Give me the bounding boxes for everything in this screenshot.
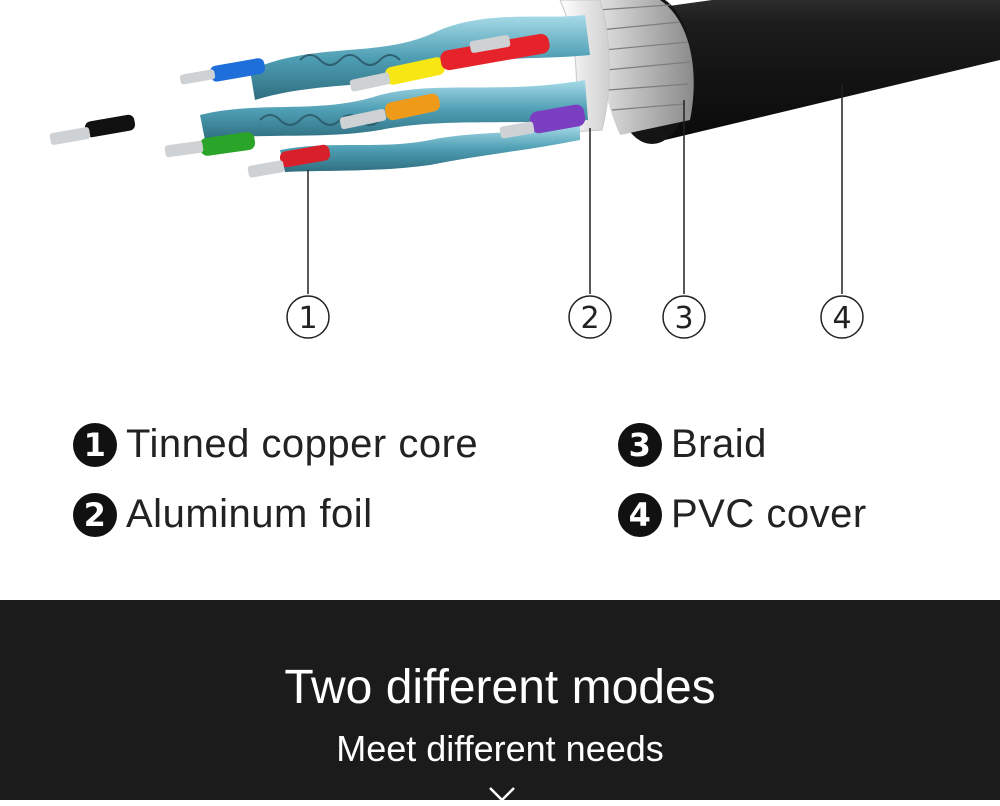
legend-item-copper-core: 1 Tinned copper core bbox=[73, 422, 478, 467]
legend-badge-4: 4 bbox=[618, 492, 662, 537]
braid-layer bbox=[590, 0, 694, 135]
svg-text:1: 1 bbox=[298, 301, 317, 336]
callout-4: 4 bbox=[820, 295, 864, 339]
chevron-down-icon bbox=[489, 787, 515, 802]
legend-label-pvc-cover: PVC cover bbox=[671, 492, 867, 536]
legend-label-braid: Braid bbox=[671, 422, 767, 466]
legend-item-braid: 3 Braid bbox=[618, 422, 767, 467]
legend-badge-3: 3 bbox=[618, 422, 662, 467]
svg-text:2: 2 bbox=[580, 301, 599, 336]
banner-subtitle: Meet different needs bbox=[336, 728, 664, 769]
callout-3: 3 bbox=[662, 295, 706, 339]
legend-badge-2: 2 bbox=[73, 492, 117, 537]
banner-title: Two different modes bbox=[284, 661, 716, 714]
legend-badge-1: 1 bbox=[73, 422, 117, 467]
svg-text:3: 3 bbox=[674, 301, 693, 336]
cable-cross-section-illustration: 1 2 3 4 bbox=[49, 0, 1000, 339]
insulated-wires bbox=[49, 33, 586, 178]
layer-legend: 1 Tinned copper core 2 Aluminum foil 3 B… bbox=[0, 400, 1000, 600]
legend-label-aluminum-foil: Aluminum foil bbox=[126, 492, 373, 536]
callout-leader-lines bbox=[307, 85, 843, 294]
legend-label-copper-core: Tinned copper core bbox=[126, 422, 479, 466]
callout-2: 2 bbox=[568, 295, 612, 339]
modes-banner bbox=[0, 600, 1000, 800]
legend-item-pvc-cover: 4 PVC cover bbox=[618, 492, 867, 537]
callout-1: 1 bbox=[286, 295, 330, 339]
legend-item-aluminum-foil: 2 Aluminum foil bbox=[73, 492, 373, 537]
callout-markers: 1 2 3 4 bbox=[286, 295, 864, 339]
svg-text:4: 4 bbox=[832, 301, 851, 336]
